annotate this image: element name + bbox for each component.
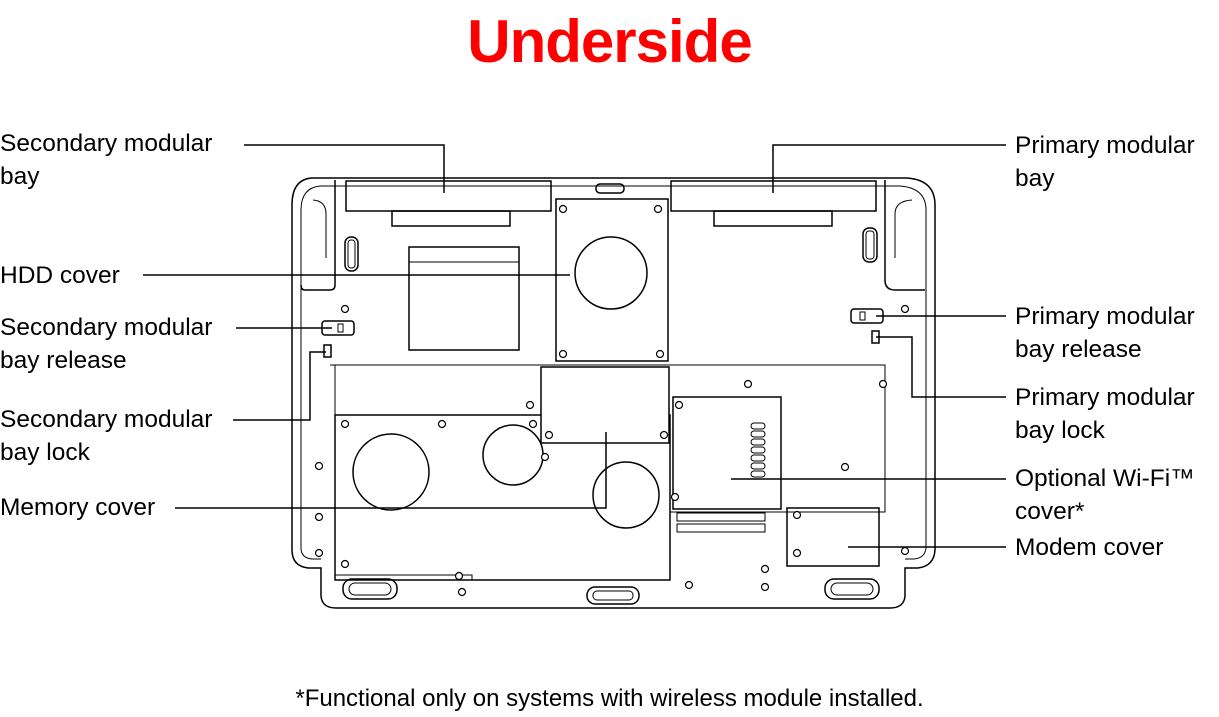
memory-circle-left bbox=[353, 434, 429, 510]
hdd-cover bbox=[556, 199, 668, 361]
primary-modular-bay bbox=[885, 180, 925, 290]
memory-circle-middle bbox=[483, 425, 543, 485]
leader-primary-lock bbox=[876, 337, 1006, 397]
bottom-latch bbox=[587, 587, 639, 604]
secondary-modular-bay bbox=[301, 180, 335, 290]
footnote: *Functional only on systems with wireles… bbox=[0, 684, 1219, 714]
right-bay-slot bbox=[863, 228, 877, 262]
foot-right bbox=[825, 579, 879, 599]
foot-left bbox=[343, 579, 397, 599]
left-bay-slot bbox=[345, 237, 358, 271]
memory-cover bbox=[541, 367, 669, 443]
connector-strips bbox=[677, 513, 765, 532]
memory-circle-right bbox=[593, 462, 659, 528]
top-latch bbox=[596, 184, 624, 193]
wifi-cover bbox=[673, 397, 781, 509]
leader-secondary-lock bbox=[233, 352, 326, 420]
modem-cover bbox=[787, 508, 879, 566]
hdd-cover-circle bbox=[575, 237, 647, 309]
secondary-bay-lock-switch bbox=[324, 345, 331, 357]
